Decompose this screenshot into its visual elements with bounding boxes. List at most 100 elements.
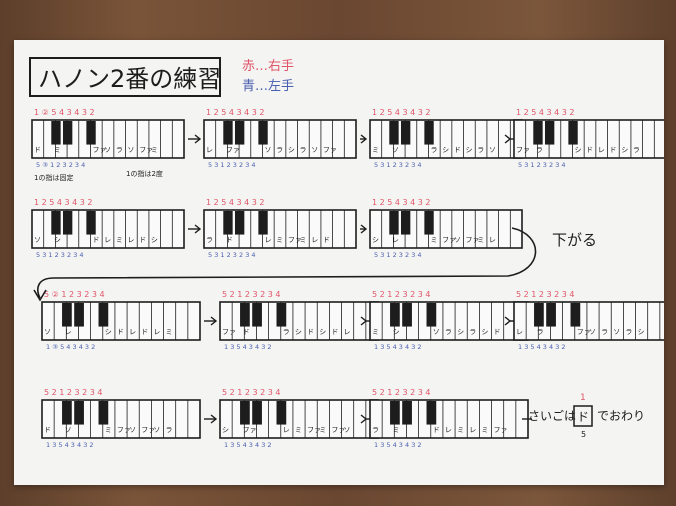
blue-finger-numbers: 1 3 5 4 3 4 3 2 <box>46 441 94 449</box>
next-arrow-icon <box>194 224 202 234</box>
next-arrow-icon <box>210 316 218 326</box>
key-label: ソ <box>454 236 461 244</box>
key-label: ド <box>92 236 99 244</box>
blue-finger-numbers: 1 3 5 4 3 4 3 2 <box>518 343 566 351</box>
keyboard-exercise: 1 2 5 4 3 4 3 2ミソラシドシラソ5 3 1 2 3 2 3 4 <box>369 108 526 169</box>
key-label: ファ <box>92 146 106 154</box>
key-label: ファ <box>141 426 155 434</box>
key-label: ファ <box>494 426 508 434</box>
black-key <box>86 211 96 235</box>
black-key <box>534 303 544 327</box>
black-key <box>546 303 556 327</box>
next-arrow-icon <box>360 134 368 144</box>
black-key <box>98 401 109 425</box>
red-finger-numbers: 5 2 1 2 3 2 3 4 <box>222 290 281 299</box>
key-label: シ <box>621 146 628 154</box>
black-key <box>258 211 268 235</box>
key-label: ド <box>243 328 250 336</box>
key-label: ミ <box>481 426 488 434</box>
key-label: ファ <box>331 426 345 434</box>
key-label: ド <box>307 328 314 336</box>
key-label: ド <box>586 146 593 154</box>
key-label: レ <box>469 426 476 434</box>
key-label: レ <box>598 146 605 154</box>
key-label: ファ <box>516 146 530 154</box>
key-label: ファ <box>226 146 240 154</box>
key-label: ド <box>117 328 124 336</box>
black-key <box>544 121 555 145</box>
key-label: ラ <box>625 328 632 336</box>
blue-finger-numbers: 5 3 1 2 3 2 3 4 <box>208 251 256 259</box>
key-label: ド <box>433 426 440 434</box>
key-label: ミ <box>372 328 379 336</box>
black-key <box>402 401 412 425</box>
red-finger-numbers: 5 2 1 2 3 2 3 4 <box>222 388 281 397</box>
keyboard-exercise: 5 2 1 2 3 2 3 4ドソミファソファソラ1 3 5 4 3 4 3 2 <box>41 388 218 449</box>
key-label: ラ <box>166 426 173 434</box>
page-title: ハノン2番の練習 <box>38 65 221 93</box>
next-arrow-icon <box>360 414 368 424</box>
key-label: ソ <box>264 146 271 154</box>
red-finger-numbers: 1 2 5 4 3 4 3 2 <box>206 108 265 117</box>
key-label: ド <box>226 236 233 244</box>
ending-text-start: さいごは <box>528 408 576 423</box>
key-label: ド <box>44 426 51 434</box>
black-key <box>62 401 72 425</box>
red-finger-numbers: 5 2 1 2 3 2 3 4 <box>516 290 575 299</box>
blue-finger-numbers: 5 3 1 2 3 2 3 4 <box>374 161 422 169</box>
annotation-going-down: 下がる <box>552 231 597 249</box>
key-label: ラ <box>633 146 640 154</box>
keyboard-exercise: 1 2 5 4 3 4 3 2ソシドレミレドシ5 3 1 2 3 2 3 4 <box>31 198 202 259</box>
black-key <box>390 401 400 425</box>
key-label: ド <box>331 328 338 336</box>
black-key <box>223 211 233 235</box>
key-label: ファ <box>117 426 131 434</box>
red-finger-numbers: 1 2 5 4 3 4 3 2 <box>372 108 431 117</box>
black-key <box>62 121 73 145</box>
black-key <box>234 211 245 235</box>
next-arrow-icon <box>504 134 512 144</box>
black-key <box>389 121 399 145</box>
key-label: シ <box>54 236 61 244</box>
keyboard-exercise: 1 ② 5 4 3 4 3 2ドミファソラソファミ5 ③ 1 2 3 2 3 4 <box>31 108 202 169</box>
keyboard-exercise: 1 2 5 4 3 4 3 2ラドレミファミレド5 3 1 2 3 2 3 4 <box>203 198 368 259</box>
black-key <box>223 121 233 145</box>
key-label: シ <box>442 146 449 154</box>
black-key <box>426 303 437 327</box>
key-label: ミ <box>457 426 464 434</box>
black-key <box>276 303 287 327</box>
blue-finger-numbers: 5 ③ 1 2 3 2 3 4 <box>36 161 85 169</box>
key-label: シ <box>295 328 302 336</box>
key-label: ミ <box>477 236 484 244</box>
keyboard-exercise: 5 2 1 2 3 2 3 4レラファソラソラシ1 3 5 4 3 4 3 2 <box>513 290 673 351</box>
black-key <box>86 121 96 145</box>
key-label: ラ <box>477 146 484 154</box>
hanon-practice-sheet: ハノン2番の練習 赤…右手 青…左手 1 ② 5 4 3 4 3 2ドミファソラ… <box>29 57 673 449</box>
key-label: シ <box>574 146 581 154</box>
next-arrow-icon <box>360 224 368 234</box>
key-label: ソ <box>128 146 135 154</box>
key-label: ラ <box>300 146 307 154</box>
key-label: レ <box>392 236 399 244</box>
key-label: シ <box>372 236 379 244</box>
key-label: レ <box>65 328 72 336</box>
key-label: ミ <box>276 236 283 244</box>
key-label: ド <box>454 146 461 154</box>
black-key <box>389 211 399 235</box>
black-key <box>240 401 250 425</box>
blue-finger-numbers: 1 3 5 4 3 4 3 2 <box>374 343 422 351</box>
key-label: ラ <box>276 146 283 154</box>
key-label: ミ <box>105 426 112 434</box>
black-key <box>252 401 262 425</box>
keyboard-exercise: 5 2 1 2 3 2 3 4ファドラシドシドレ1 3 5 4 3 4 3 2 <box>219 290 382 351</box>
ending-blue-finger: 5 <box>581 430 586 439</box>
key-label: ファ <box>307 426 321 434</box>
keyboard-exercise: 5 2 1 2 3 2 3 4シファレミファミファソ1 3 5 4 3 4 3 … <box>219 388 382 449</box>
black-key <box>51 211 61 235</box>
annotation-fixed-finger: 1の指は固定 <box>34 173 73 182</box>
key-label: シ <box>466 146 473 154</box>
key-label: ソ <box>392 146 399 154</box>
key-label: ソ <box>589 328 596 336</box>
blue-finger-numbers: 5 3 1 2 3 2 3 4 <box>36 251 84 259</box>
